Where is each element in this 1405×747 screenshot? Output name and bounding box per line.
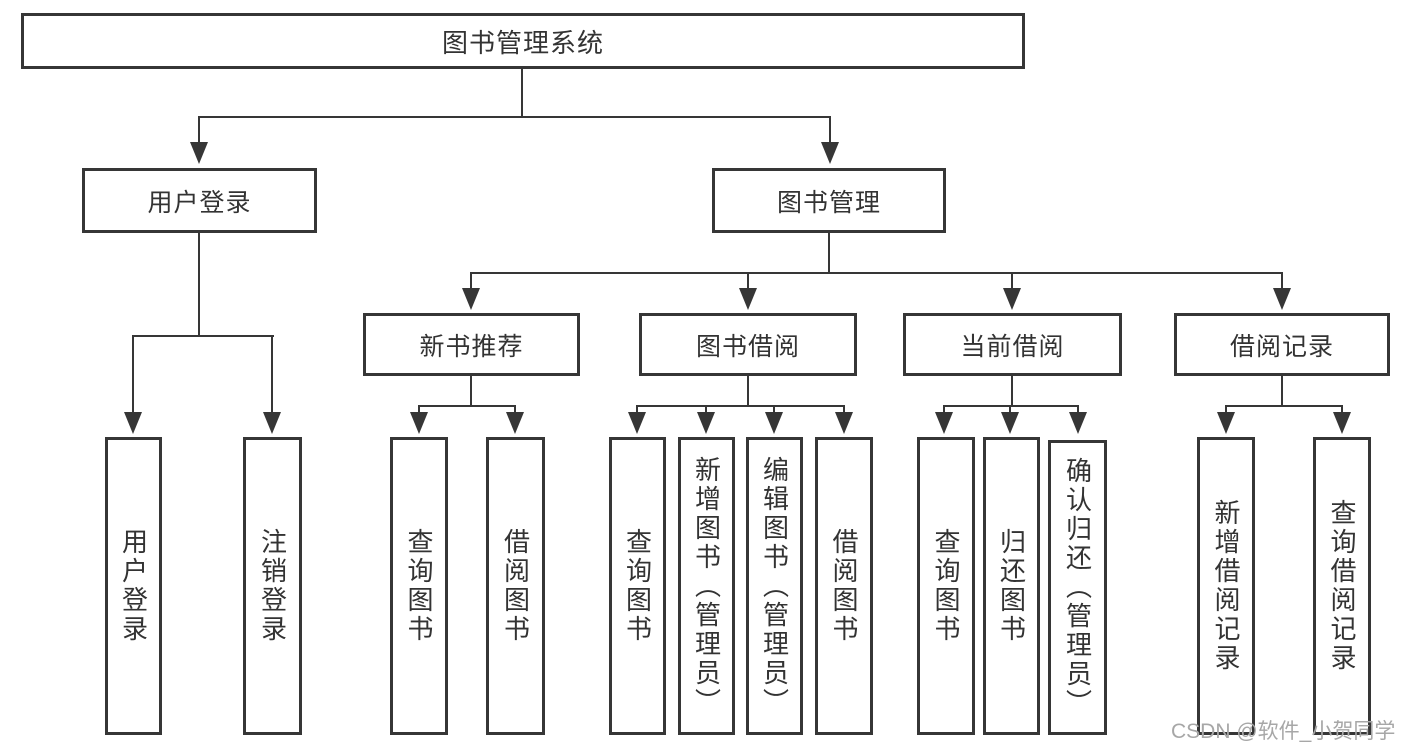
connector-book-borrow-trunk bbox=[747, 376, 749, 407]
arrow-down-icon bbox=[506, 412, 524, 434]
arrow-down-icon bbox=[124, 412, 142, 434]
connector-user-login-trunk bbox=[198, 233, 200, 337]
leaf-label: 查询借阅记录 bbox=[1327, 499, 1357, 673]
arrow-down-icon bbox=[1001, 412, 1019, 434]
connector-stem bbox=[1009, 405, 1011, 414]
node-new-book-recommendation: 新书推荐 bbox=[363, 313, 580, 376]
leaf-add-books-admin: 新增图书（管理员） bbox=[678, 437, 735, 735]
connector-stem bbox=[705, 405, 707, 414]
connector-current-borrow-split bbox=[943, 405, 1079, 407]
arrow-down-icon bbox=[835, 412, 853, 434]
connector-stem bbox=[943, 405, 945, 414]
arrow-down-icon bbox=[739, 288, 757, 310]
arrow-down-icon bbox=[1217, 412, 1235, 434]
arrow-down-icon bbox=[765, 412, 783, 434]
node-label: 当前借阅 bbox=[960, 332, 1065, 361]
node-root-library-management-system: 图书管理系统 bbox=[21, 13, 1025, 69]
leaf-return-books: 归还图书 bbox=[983, 437, 1040, 735]
connector-stem bbox=[1077, 405, 1079, 414]
leaf-label: 新增图书（管理员） bbox=[691, 455, 722, 717]
connector-stem-book-management bbox=[829, 116, 831, 144]
leaf-label: 注销登录 bbox=[257, 528, 288, 644]
connector-book-management-split bbox=[470, 272, 1283, 274]
arrow-down-icon bbox=[1333, 412, 1351, 434]
arrow-down-icon bbox=[263, 412, 281, 434]
connector-user-login-split bbox=[132, 335, 274, 337]
connector-stem-leaf-logout bbox=[271, 335, 273, 413]
arrow-down-icon bbox=[1273, 288, 1291, 310]
arrow-down-icon bbox=[697, 412, 715, 434]
leaf-label: 编辑图书（管理员） bbox=[759, 455, 790, 717]
leaf-borrow-books-borrowing: 借阅图书 bbox=[815, 437, 873, 735]
leaf-label: 确认归还（管理员） bbox=[1062, 457, 1093, 718]
node-label: 图书管理 bbox=[776, 188, 881, 217]
leaf-add-borrow-record: 新增借阅记录 bbox=[1197, 437, 1255, 735]
leaf-borrow-books-recommend: 借阅图书 bbox=[486, 437, 545, 735]
arrow-down-icon bbox=[462, 288, 480, 310]
arrow-down-icon bbox=[190, 142, 208, 164]
connector-borrow-records-trunk bbox=[1281, 376, 1283, 407]
leaf-query-borrow-record: 查询借阅记录 bbox=[1313, 437, 1371, 735]
node-label: 图书借阅 bbox=[695, 332, 800, 361]
connector-new-book-split bbox=[418, 405, 516, 407]
arrow-down-icon bbox=[1069, 412, 1087, 434]
leaf-label: 查询图书 bbox=[931, 528, 961, 644]
connector-stem-new-book bbox=[470, 272, 472, 290]
connector-borrow-records-split bbox=[1225, 405, 1343, 407]
csdn-watermark: CSDN @软件_小贺同学 bbox=[1171, 720, 1396, 743]
arrow-down-icon bbox=[935, 412, 953, 434]
node-label: 新书推荐 bbox=[419, 332, 524, 361]
leaf-label: 查询图书 bbox=[404, 528, 434, 644]
connector-stem-borrow-records bbox=[1281, 272, 1283, 290]
node-borrowing-records: 借阅记录 bbox=[1174, 313, 1390, 376]
node-book-borrowing: 图书借阅 bbox=[639, 313, 857, 376]
arrow-down-icon bbox=[821, 142, 839, 164]
node-user-login: 用户登录 bbox=[82, 168, 317, 233]
leaf-edit-books-admin: 编辑图书（管理员） bbox=[746, 437, 803, 735]
connector-stem bbox=[514, 405, 516, 414]
leaf-query-books-borrowing: 查询图书 bbox=[609, 437, 666, 735]
connector-stem-book-borrow bbox=[747, 272, 749, 290]
connector-stem bbox=[418, 405, 420, 414]
leaf-confirm-return-admin: 确认归还（管理员） bbox=[1048, 440, 1107, 735]
node-current-borrowing: 当前借阅 bbox=[903, 313, 1122, 376]
node-label: 借阅记录 bbox=[1229, 332, 1334, 361]
connector-stem bbox=[1341, 405, 1343, 414]
connector-stem-current-borrow bbox=[1011, 272, 1013, 290]
connector-current-borrow-trunk bbox=[1011, 376, 1013, 407]
connector-book-management-trunk bbox=[828, 233, 830, 274]
node-label: 用户登录 bbox=[147, 188, 252, 217]
connector-stem bbox=[773, 405, 775, 414]
leaf-query-books-recommend: 查询图书 bbox=[390, 437, 448, 735]
arrow-down-icon bbox=[628, 412, 646, 434]
node-label: 图书管理系统 bbox=[441, 27, 604, 58]
leaf-label: 查询图书 bbox=[622, 528, 653, 644]
arrow-down-icon bbox=[1003, 288, 1021, 310]
connector-stem-leaf-user-login bbox=[132, 335, 134, 413]
leaf-label: 归还图书 bbox=[996, 528, 1027, 644]
connector-stem-user-login bbox=[198, 116, 200, 144]
leaf-logout: 注销登录 bbox=[243, 437, 302, 735]
leaf-query-books-current: 查询图书 bbox=[917, 437, 975, 735]
leaf-label: 新增借阅记录 bbox=[1211, 499, 1241, 673]
connector-stem bbox=[843, 405, 845, 414]
connector-root-split bbox=[198, 116, 831, 118]
leaf-label: 借阅图书 bbox=[500, 528, 531, 644]
connector-stem bbox=[636, 405, 638, 414]
node-book-management: 图书管理 bbox=[712, 168, 946, 233]
connector-root-trunk bbox=[521, 69, 523, 117]
connector-book-borrow-split bbox=[636, 405, 845, 407]
connector-stem bbox=[1225, 405, 1227, 414]
arrow-down-icon bbox=[410, 412, 428, 434]
leaf-label: 借阅图书 bbox=[829, 528, 859, 644]
connector-new-book-trunk bbox=[470, 376, 472, 407]
leaf-user-login: 用户登录 bbox=[105, 437, 162, 735]
leaf-label: 用户登录 bbox=[118, 528, 149, 644]
